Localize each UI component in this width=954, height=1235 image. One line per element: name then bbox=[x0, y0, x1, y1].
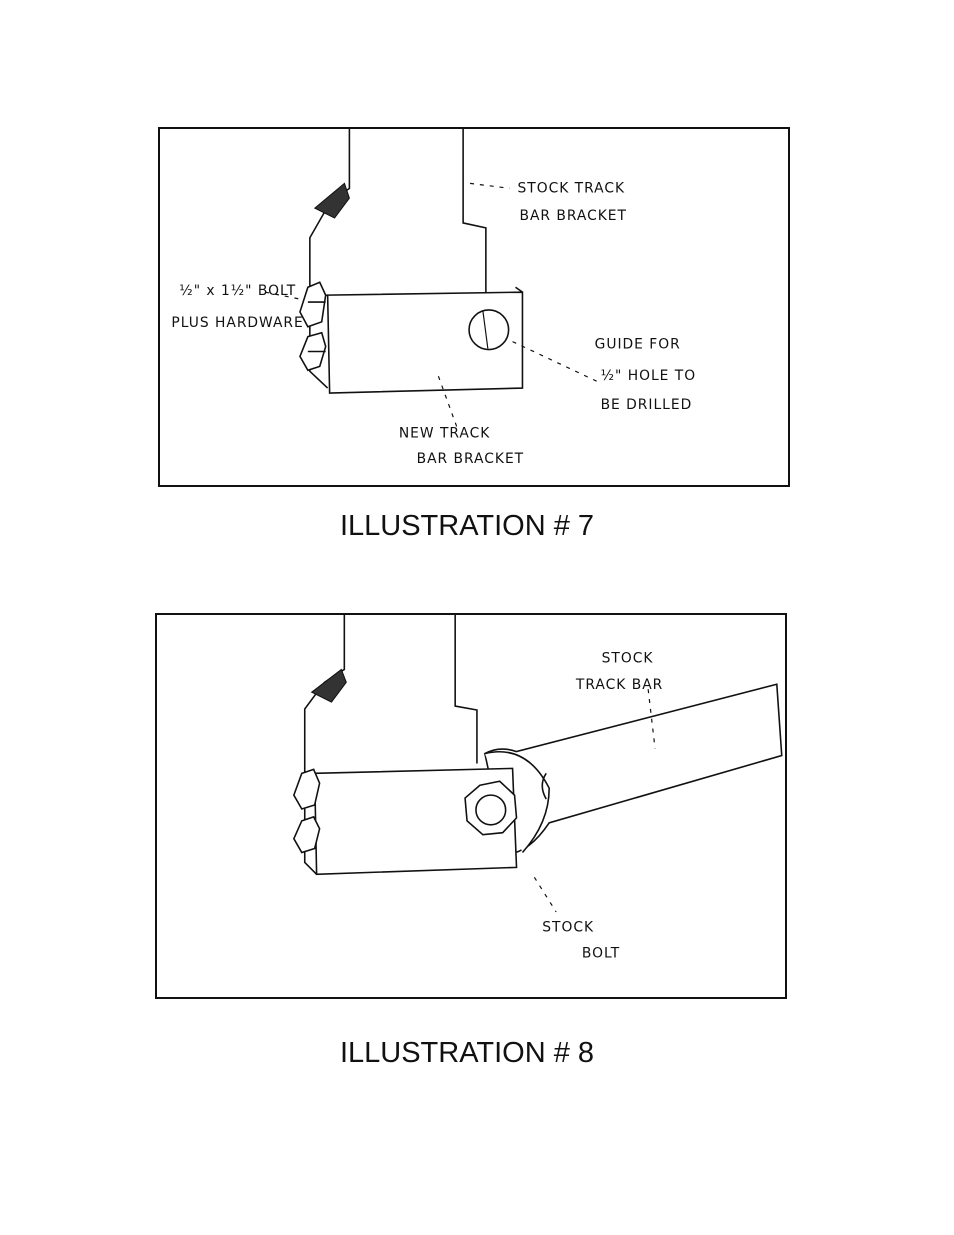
hole-guide-circle bbox=[468, 309, 510, 351]
illustration-7-panel: STOCK TRACK BAR BRACKET ½" x 1½" BOLT PL… bbox=[158, 127, 790, 487]
stock-track-bar bbox=[483, 683, 783, 856]
label-new-bracket-line1: NEW TRACK bbox=[399, 426, 490, 442]
label-bolt-line2: PLUS HARDWARE bbox=[171, 315, 303, 331]
label-stock-bracket-line1: STOCK TRACK bbox=[518, 180, 626, 196]
illustration-8-caption: ILLUSTRATION # 8 bbox=[339, 1037, 595, 1069]
bolt-heads bbox=[292, 768, 321, 854]
label-stock-bolt-line2: BOLT bbox=[582, 945, 620, 961]
weld-shading bbox=[310, 668, 347, 703]
illustration-8-drawing: STOCK TRACK BAR STOCK BOLT bbox=[292, 615, 783, 961]
illustration-7-caption: ILLUSTRATION # 7 bbox=[339, 510, 595, 542]
illustration-8-panel: STOCK TRACK BAR STOCK BOLT bbox=[155, 613, 787, 999]
label-track-bar-line1: STOCK bbox=[602, 651, 654, 667]
label-guide-line2: ½" HOLE TO bbox=[601, 368, 697, 384]
illustration-7-drawing: STOCK TRACK BAR BRACKET ½" x 1½" BOLT PL… bbox=[171, 129, 697, 467]
new-track-bar-bracket bbox=[309, 286, 524, 394]
label-stock-bolt-line1: STOCK bbox=[542, 920, 594, 936]
bolt-heads bbox=[299, 281, 327, 372]
label-new-bracket-line2: BAR BRACKET bbox=[417, 451, 524, 467]
label-bolt-line1: ½" x 1½" BOLT bbox=[179, 283, 296, 299]
label-stock-bracket-line2: BAR BRACKET bbox=[519, 208, 627, 224]
label-guide-line1: GUIDE FOR bbox=[595, 337, 681, 353]
leader-lines bbox=[265, 182, 597, 431]
weld-shading bbox=[313, 182, 350, 219]
stock-bolt bbox=[464, 780, 518, 836]
leader-lines bbox=[533, 689, 656, 913]
label-track-bar-line2: TRACK BAR bbox=[575, 677, 663, 693]
label-guide-line3: BE DRILLED bbox=[601, 397, 693, 413]
